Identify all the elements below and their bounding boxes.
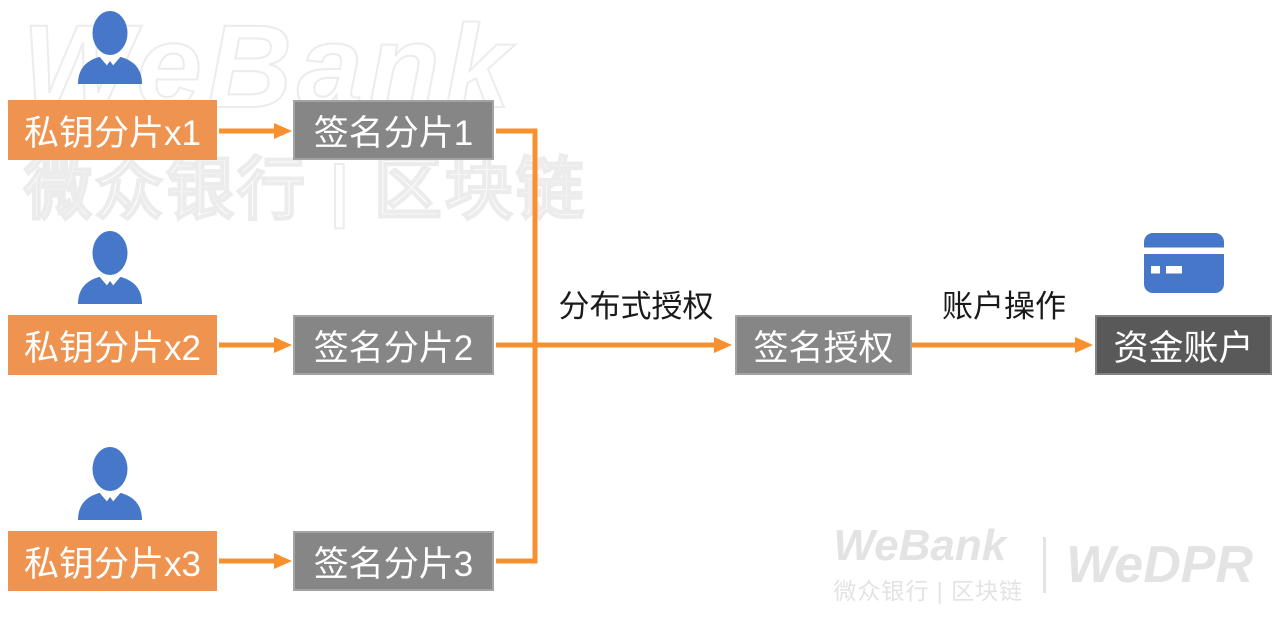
watermark-divider (1043, 537, 1047, 593)
node-private-key-shard-3: 私钥分片x3 (8, 531, 217, 591)
webank-logo-text: WeBank (833, 521, 1007, 570)
node-private-key-shard-2: 私钥分片x2 (8, 315, 217, 375)
wedpr-logo-text: WeDPR (1066, 536, 1253, 594)
watermark-webank-subtitle: 微众银行 | 区块链 (23, 152, 587, 228)
corner-watermark: WeBank 微众银行 | 区块链 WeDPR (833, 524, 1253, 606)
webank-subtitle-text: 微众银行 | 区块链 (833, 578, 1024, 604)
node-fund-account: 资金账户 (1095, 315, 1272, 375)
node-signature-shard-3: 签名分片3 (293, 531, 494, 591)
node-signature-shard-1: 签名分片1 (293, 100, 494, 160)
corner-watermark-webank: WeBank 微众银行 | 区块链 (833, 524, 1023, 606)
node-signature-shard-2: 签名分片2 (293, 315, 494, 375)
user-icon (78, 447, 142, 520)
node-private-key-shard-1: 私钥分片x1 (8, 100, 217, 160)
edge-label-distributed-authorization: 分布式授权 (558, 289, 714, 324)
edge-label-account-operation: 账户操作 (942, 289, 1066, 324)
credit-card-icon (1144, 233, 1224, 293)
node-signature-authorization: 签名授权 (735, 315, 912, 375)
user-icon (78, 231, 142, 304)
user-icon (78, 11, 142, 84)
